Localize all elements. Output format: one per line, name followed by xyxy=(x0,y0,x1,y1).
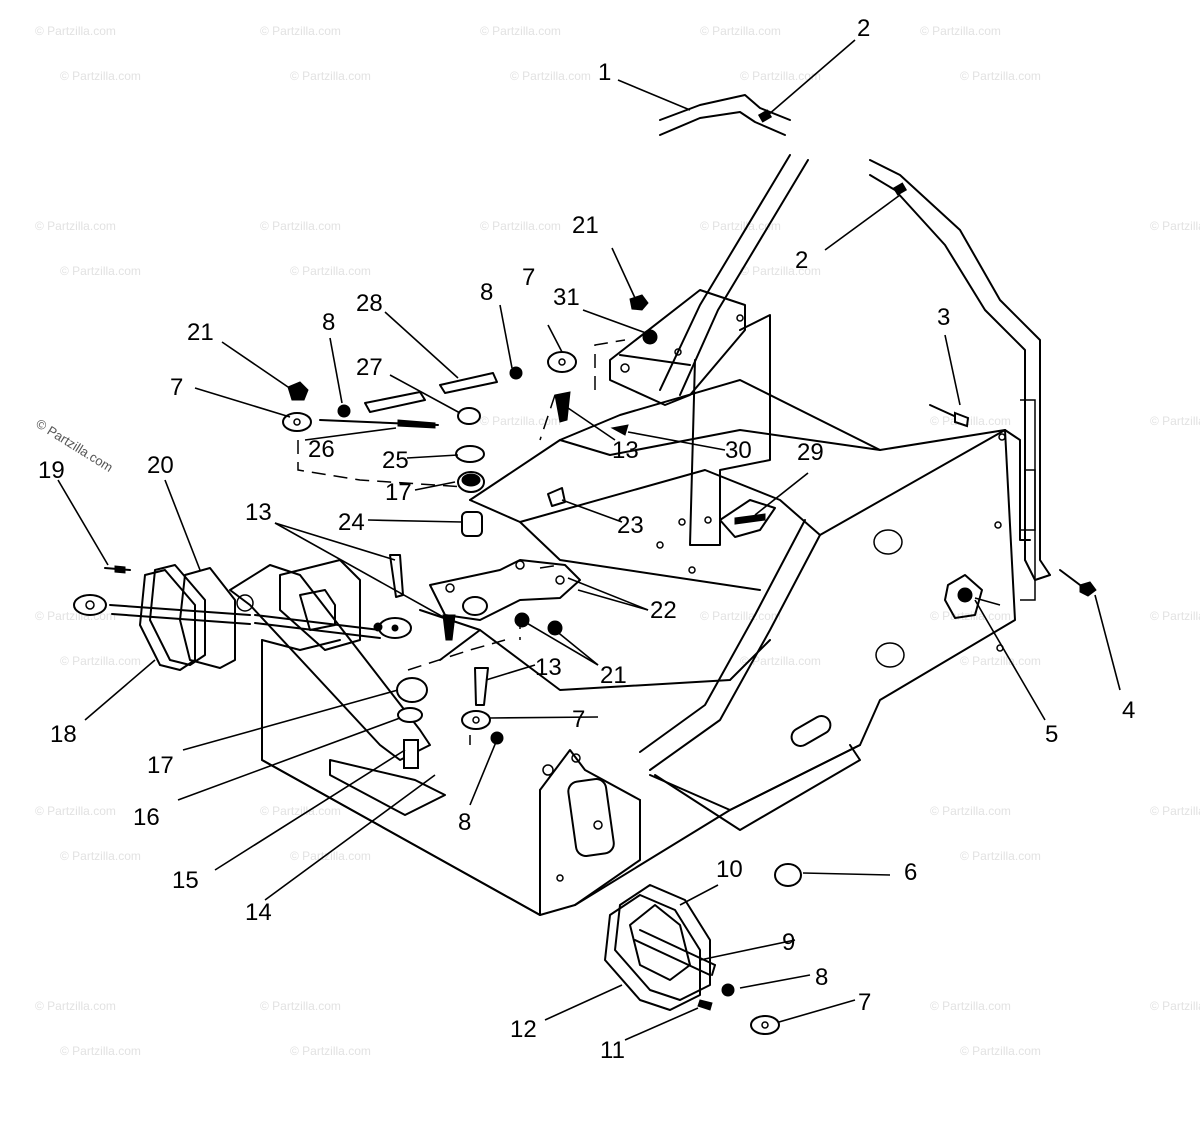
chassis-frame xyxy=(261,314,1036,916)
watermark: © Partzilla.com xyxy=(700,24,781,38)
callout-8: 8 xyxy=(480,279,493,306)
callout-7: 7 xyxy=(572,706,585,733)
watermark: © Partzilla.com xyxy=(740,654,821,668)
callout-4: 4 xyxy=(1122,697,1135,724)
callout-11: 11 xyxy=(600,1037,625,1064)
callout-30: 30 xyxy=(725,437,752,464)
callout-7: 7 xyxy=(522,264,535,291)
callout-23: 23 xyxy=(617,512,644,539)
watermark: © Partzilla.com xyxy=(930,804,1011,818)
watermark: © Partzilla.com xyxy=(480,219,561,233)
callout-13: 13 xyxy=(535,654,562,681)
watermark: © Partzilla.com xyxy=(1150,609,1200,623)
callout-17: 17 xyxy=(147,752,174,779)
callout-14: 14 xyxy=(245,899,272,926)
watermark: © Partzilla.com xyxy=(60,849,141,863)
callout-26: 26 xyxy=(308,436,335,463)
watermark: © Partzilla.com xyxy=(740,69,821,83)
assembly-dashed-lines xyxy=(297,339,626,745)
callout-2: 2 xyxy=(795,247,808,274)
watermark: © Partzilla.com xyxy=(480,24,561,38)
watermark: © Partzilla.com xyxy=(960,849,1041,863)
callout-31: 31 xyxy=(553,284,580,311)
watermark: © Partzilla.com xyxy=(1150,219,1200,233)
callout-7: 7 xyxy=(170,374,183,401)
callout-10: 10 xyxy=(716,856,743,883)
watermark: © Partzilla.com xyxy=(260,999,341,1013)
callout-18: 18 xyxy=(50,721,77,748)
callout-29: 29 xyxy=(797,439,824,466)
watermark: © Partzilla.com xyxy=(1150,999,1200,1013)
callout-8: 8 xyxy=(458,809,471,836)
callout-25: 25 xyxy=(382,447,409,474)
callout-8: 8 xyxy=(322,309,335,336)
watermark: © Partzilla.com xyxy=(960,1044,1041,1058)
callout-2: 2 xyxy=(857,15,870,42)
watermark: © Partzilla.com xyxy=(290,264,371,278)
callout-3: 3 xyxy=(937,304,950,331)
callout-17: 17 xyxy=(385,479,412,506)
watermark: © Partzilla.com xyxy=(60,654,141,668)
watermark-layer: © Partzilla.com © Partzilla.com © Partzi… xyxy=(33,24,1200,1058)
watermark: © Partzilla.com xyxy=(35,24,116,38)
callout-7: 7 xyxy=(858,989,871,1016)
callout-21: 21 xyxy=(572,212,599,239)
watermark: © Partzilla.com xyxy=(35,999,116,1013)
leader-lines xyxy=(57,39,1121,1041)
hardware-parts xyxy=(104,294,1097,1035)
callout-19: 19 xyxy=(38,457,65,484)
watermark: © Partzilla.com xyxy=(960,69,1041,83)
callout-13: 13 xyxy=(245,499,272,526)
watermark: © Partzilla.com xyxy=(35,804,116,818)
watermark: © Partzilla.com xyxy=(35,219,116,233)
watermark: © Partzilla.com xyxy=(290,69,371,83)
watermark: © Partzilla.com xyxy=(510,69,591,83)
callout-27: 27 xyxy=(356,354,383,381)
callout-labels: 1 2 2 3 4 5 6 7 7 7 7 8 8 8 8 9 10 11 12… xyxy=(38,15,1135,1064)
watermark: © Partzilla.com xyxy=(740,264,821,278)
watermark: © Partzilla.com xyxy=(1150,414,1200,428)
watermark: © Partzilla.com xyxy=(260,219,341,233)
watermark: © Partzilla.com xyxy=(960,654,1041,668)
watermark: © Partzilla.com xyxy=(60,1044,141,1058)
callout-20: 20 xyxy=(147,452,174,479)
watermark: © Partzilla.com xyxy=(1150,804,1200,818)
callout-21: 21 xyxy=(600,662,627,689)
callout-6: 6 xyxy=(904,859,917,886)
watermark: © Partzilla.com xyxy=(260,24,341,38)
callout-28: 28 xyxy=(356,290,383,317)
callout-16: 16 xyxy=(133,804,160,831)
callout-22: 22 xyxy=(650,597,677,624)
callout-5: 5 xyxy=(1045,721,1058,748)
callout-15: 15 xyxy=(172,867,199,894)
handlebar-tubes xyxy=(609,94,1051,581)
watermark: © Partzilla.com xyxy=(700,609,781,623)
callout-8: 8 xyxy=(815,964,828,991)
watermark: © Partzilla.com xyxy=(290,849,371,863)
callout-1: 1 xyxy=(598,59,611,86)
watermark: © Partzilla.com xyxy=(700,219,781,233)
watermark: © Partzilla.com xyxy=(260,804,341,818)
callout-9: 9 xyxy=(782,929,795,956)
watermark: © Partzilla.com xyxy=(60,69,141,83)
watermark: © Partzilla.com xyxy=(930,414,1011,428)
watermark: © Partzilla.com xyxy=(920,24,1001,38)
callout-12: 12 xyxy=(510,1016,537,1043)
watermark: © Partzilla.com xyxy=(930,999,1011,1013)
callout-21: 21 xyxy=(187,319,214,346)
watermark: © Partzilla.com xyxy=(480,414,561,428)
watermark: © Partzilla.com xyxy=(290,1044,371,1058)
callout-13: 13 xyxy=(612,437,639,464)
watermark: © Partzilla.com xyxy=(60,264,141,278)
callout-24: 24 xyxy=(338,509,365,536)
